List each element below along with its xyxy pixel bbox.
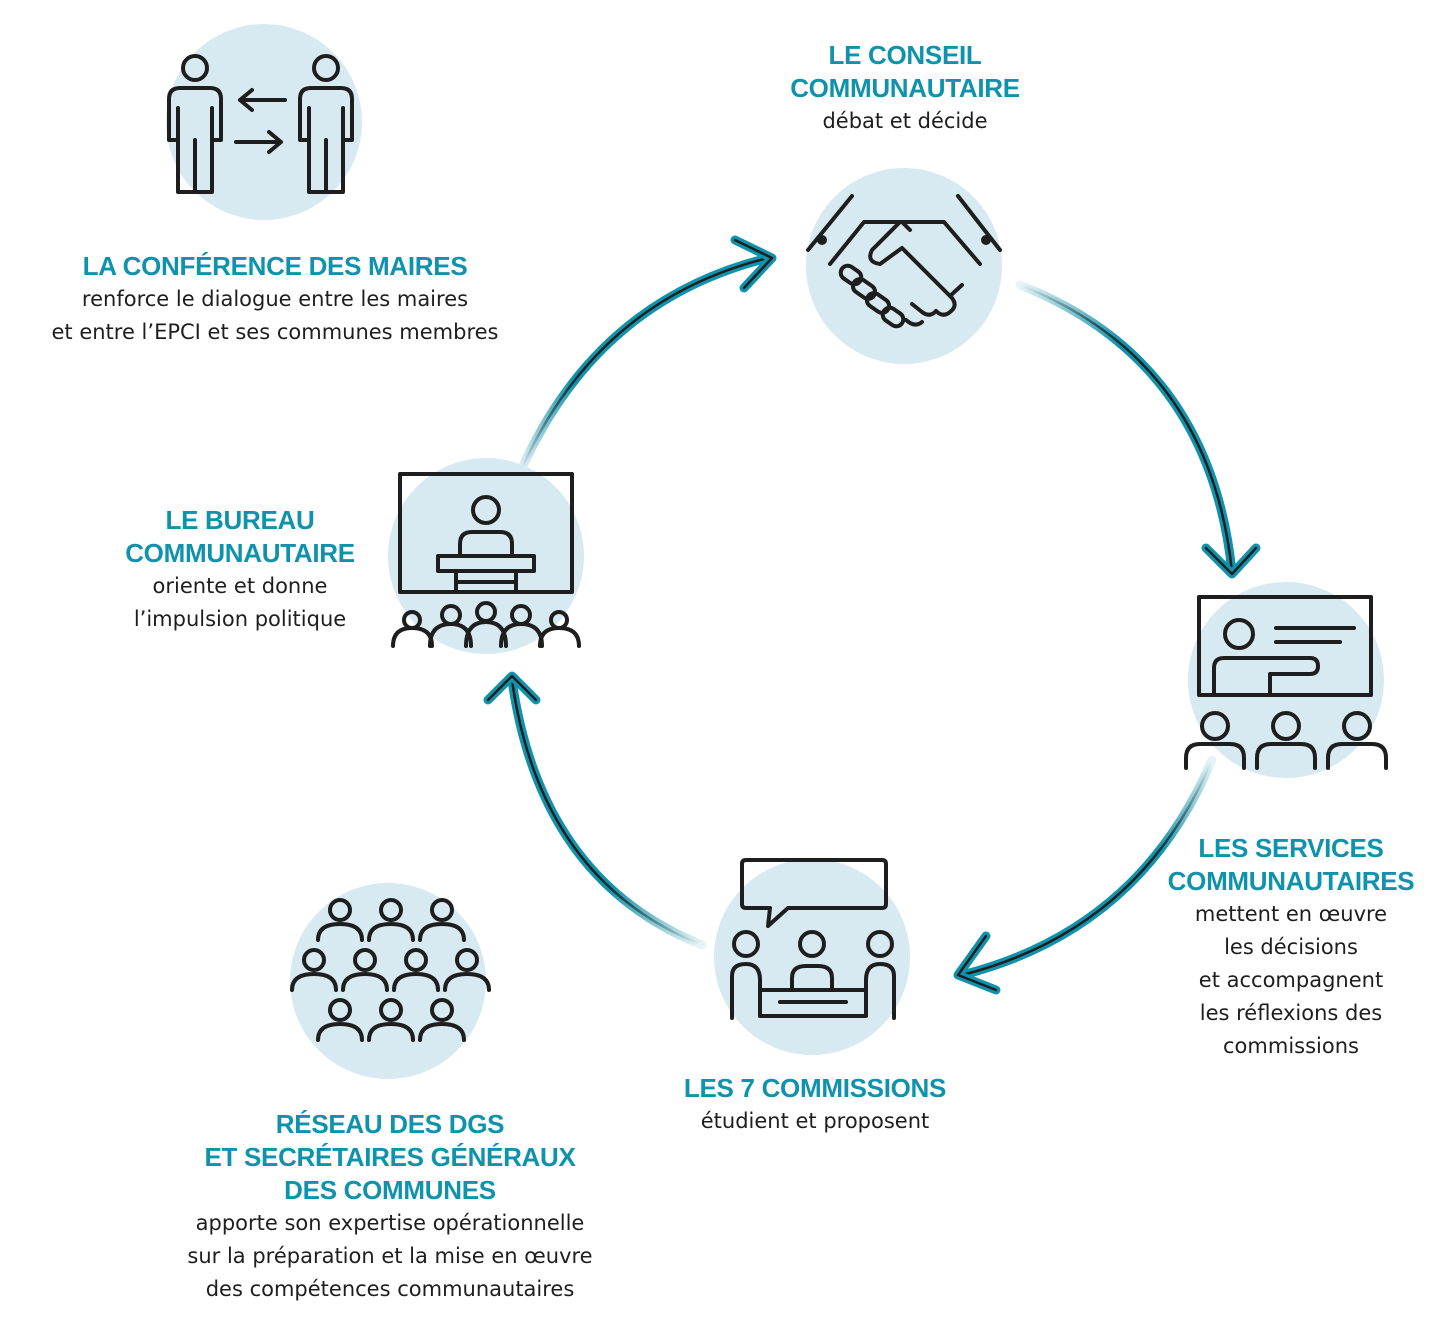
node-bureau-desc: oriente et donne l’impulsion politique [133, 574, 347, 631]
two-people-exchange-icon [166, 24, 362, 220]
node-commissions-title: LES 7 COMMISSIONS [683, 1073, 947, 1103]
node-bureau-title: LE BUREAU COMMUNAUTAIRE [125, 505, 355, 568]
node-conseil: LE CONSEIL COMMUNAUTAIRE débat et décide [740, 39, 1070, 138]
node-commissions-desc: étudient et proposent [700, 1109, 930, 1133]
node-commissions: LES 7 COMMISSIONS étudient et proposent [650, 1072, 980, 1138]
node-bureau: LE BUREAU COMMUNAUTAIRE oriente et donne… [100, 504, 380, 636]
node-services: LES SERVICES COMMUNAUTAIRES mettent en œ… [1146, 832, 1436, 1063]
presentation-board-icon [1184, 582, 1388, 778]
node-conference: LA CONFÉRENCE DES MAIRES renforce le dia… [20, 250, 530, 349]
arrow-services-to-commissions [953, 755, 1217, 995]
node-reseau-desc: apporte son expertise opérationnelle sur… [187, 1211, 593, 1301]
node-services-title: LES SERVICES COMMUNAUTAIRES [1167, 833, 1415, 896]
node-services-desc: mettent en œuvre les décisions et accomp… [1194, 902, 1388, 1058]
node-conseil-desc: débat et décide [822, 109, 988, 133]
arrow-bureau-to-conseil [517, 235, 777, 473]
arrow-commissions-to-bureau [483, 671, 707, 950]
node-conseil-title: LE CONSEIL COMMUNAUTAIRE [790, 40, 1020, 103]
arrow-conseil-to-services [1015, 280, 1261, 579]
handshake-icon [806, 168, 1002, 364]
meeting-table-icon [714, 858, 910, 1055]
node-conference-desc: renforce le dialogue entre les maires et… [51, 287, 499, 344]
speaker-podium-icon [388, 458, 584, 654]
node-reseau-title: RÉSEAU DES DGS ET SECRÉTAIRES GÉNÉRAUX D… [204, 1109, 576, 1205]
crowd-network-icon [290, 883, 491, 1079]
node-reseau: RÉSEAU DES DGS ET SECRÉTAIRES GÉNÉRAUX D… [150, 1108, 630, 1306]
node-conference-title: LA CONFÉRENCE DES MAIRES [82, 251, 468, 281]
